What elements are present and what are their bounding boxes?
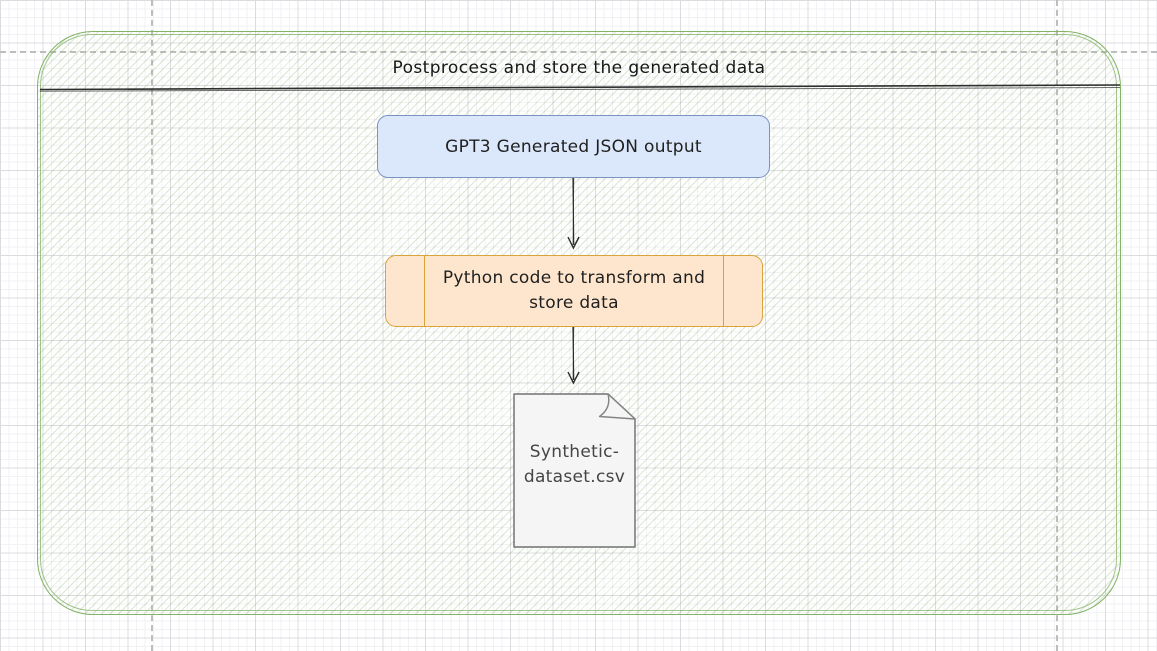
node-gpt3-json-output-label: GPT3 Generated JSON output [445,136,702,157]
document-page [513,393,636,548]
arrowhead-open [567,236,580,250]
node-synthetic-dataset-label: Synthetic- dataset.csv [523,442,626,487]
page-boundary-vertical-right [1056,0,1058,651]
arrowhead-open [567,371,580,385]
page-boundary-vertical-left [151,0,153,651]
container-title: Postprocess and store the generated data [392,58,766,78]
node-gpt3-json-output[interactable]: GPT3 Generated JSON output [377,115,770,178]
arrow-python-to-dataset[interactable] [564,326,582,391]
arrow-gpt3-to-python[interactable] [564,177,582,256]
process-stripe-left [424,256,425,326]
node-python-transform[interactable]: Python code to transform and store data [385,255,763,327]
node-python-transform-label: Python code to transform and store data [442,268,706,313]
node-synthetic-dataset-file[interactable]: Synthetic- dataset.csv [512,392,637,549]
container-title-separator [39,84,1121,92]
process-stripe-right [723,256,724,326]
document-shape [513,393,636,548]
page-boundary-horizontal [0,51,1157,53]
folded-corner-icon [598,393,636,420]
